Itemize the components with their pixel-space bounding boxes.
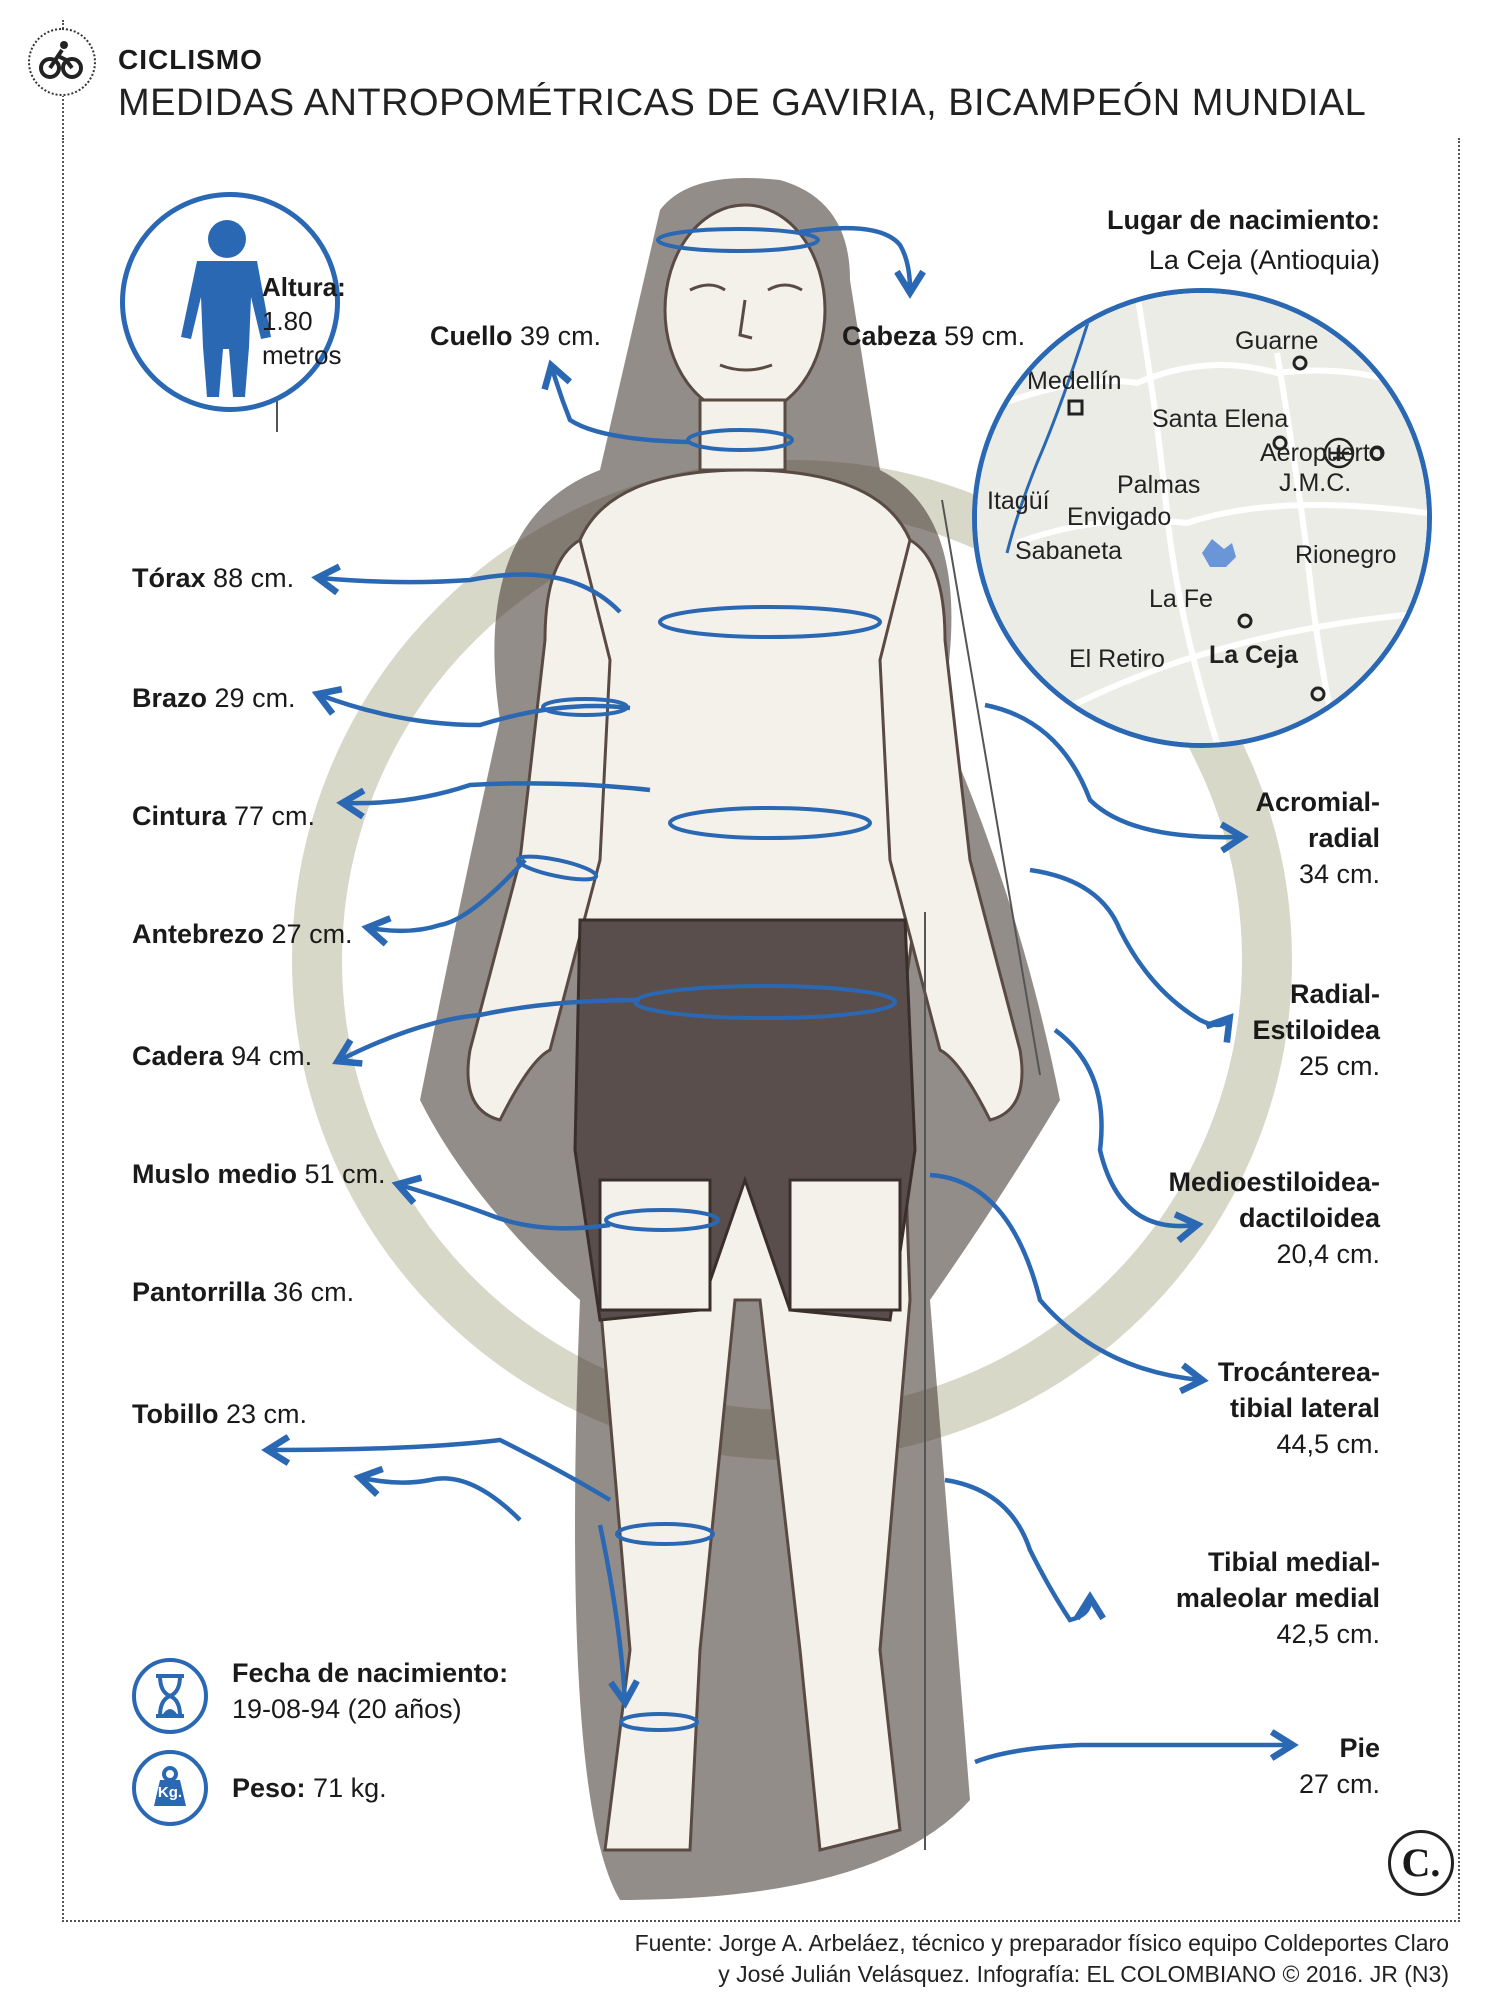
- height-value: 1.80: [262, 306, 313, 336]
- town-envigado: Envigado: [1067, 503, 1172, 531]
- label-cintura: Cintura 77 cm.: [132, 801, 316, 831]
- arrow-muslo: [400, 1185, 611, 1231]
- label-brazo: Brazo 29 cm.: [132, 683, 296, 713]
- weight-label: Peso:: [232, 1773, 306, 1803]
- town-el-retiro: El Retiro: [1069, 645, 1165, 673]
- arrow-pie: [974, 1745, 1290, 1765]
- birthplace-label: Lugar de nacimiento:: [1106, 205, 1380, 235]
- height-badge: [120, 192, 340, 412]
- arrow-cintura: [345, 781, 651, 803]
- town-rionegro: Rionegro: [1295, 541, 1397, 569]
- town-santa-elena: Santa Elena: [1152, 405, 1289, 433]
- town-palmas: Palmas: [1117, 471, 1201, 499]
- height-title: Altura:: [262, 272, 346, 302]
- town-aeropuerto: Aeropuerto: [1260, 439, 1384, 467]
- label-antebrazo: Antebrezo 27 cm.: [132, 919, 353, 949]
- town-guarne: Guarne: [1235, 327, 1319, 355]
- arrow-radial: [1029, 867, 1228, 1025]
- town-sabaneta: Sabaneta: [1015, 537, 1123, 565]
- arrow-neck: [552, 368, 691, 445]
- height-label: Altura: 1.80 metros: [262, 270, 346, 372]
- arrow-medioestiloidea: [1053, 1028, 1195, 1226]
- source-line-2: y José Julián Velásquez. Infografía: EL …: [718, 1961, 1449, 1987]
- label-cuello: Cuello 39 cm.: [430, 321, 602, 351]
- birth-date-value: 19-08-94 (20 años): [232, 1694, 462, 1724]
- cyclist-icon: [28, 28, 96, 96]
- arrow-antebrazo: [370, 858, 527, 931]
- town-la-ceja: La Ceja: [1209, 641, 1298, 669]
- birthplace-value: La Ceja (Antioquia): [1148, 245, 1380, 275]
- town-jmc: J.M.C.: [1279, 469, 1352, 497]
- weight-icon-text: Kg.: [157, 1784, 183, 1801]
- weight: Peso: 71 kg.: [232, 1770, 387, 1806]
- arrow-torax: [320, 574, 622, 614]
- arrow-head: [799, 225, 910, 290]
- section-label: CICLISMO: [118, 44, 263, 75]
- arrow-tibial: [944, 1477, 1090, 1623]
- location-map: Guarne Medellín Santa Elena Aeropuerto J…: [972, 288, 1432, 748]
- label-tobillo: Tobillo 23 cm.: [132, 1399, 308, 1429]
- arrow-pantorrilla: [362, 1478, 522, 1522]
- arrow-cadera: [340, 997, 641, 1060]
- birth-date-label: Fecha de nacimiento:: [232, 1658, 509, 1688]
- hourglass-icon: [132, 1658, 208, 1734]
- infographic-frame: [62, 138, 1460, 1922]
- page-title: MEDIDAS ANTROPOMÉTRICAS DE GAVIRIA, BICA…: [118, 82, 1367, 124]
- town-itagui: Itagüí: [987, 487, 1050, 515]
- town-la-fe: La Fe: [1149, 585, 1213, 613]
- source-line-1: Fuente: Jorge A. Arbeláez, técnico y pre…: [634, 1930, 1449, 1956]
- arrow-trocanterea: [929, 1172, 1200, 1380]
- birth-date: Fecha de nacimiento: 19-08-94 (20 años): [232, 1655, 508, 1727]
- arrow-tobillo-down: [597, 1524, 625, 1700]
- label-cadera: Cadera 94 cm.: [132, 1041, 313, 1071]
- town-medellin: Medellín: [1027, 367, 1122, 395]
- map-roads: [977, 293, 1427, 743]
- label-torax: Tórax 88 cm.: [132, 563, 295, 593]
- weight-value: 71 kg.: [313, 1773, 387, 1803]
- source-credits: Fuente: Jorge A. Arbeláez, técnico y pre…: [635, 1928, 1449, 1990]
- arrow-brazo: [320, 695, 631, 728]
- el-colombiano-logo: C.: [1388, 1830, 1454, 1896]
- arrow-tobillo: [270, 1440, 612, 1502]
- cycling-shorts: [573, 918, 917, 1322]
- height-unit: metros: [262, 340, 342, 370]
- label-pantorrilla: Pantorrilla 36 cm.: [132, 1277, 355, 1307]
- human-silhouette-icon: [181, 220, 271, 397]
- label-muslo-medio: Muslo medio 51 cm.: [132, 1159, 386, 1189]
- birthplace: Lugar de nacimiento: La Ceja (Antioquia): [1107, 200, 1380, 280]
- measure-arrows: [270, 225, 1290, 1765]
- weight-kg-icon: Kg.: [132, 1750, 208, 1826]
- face: [689, 283, 803, 372]
